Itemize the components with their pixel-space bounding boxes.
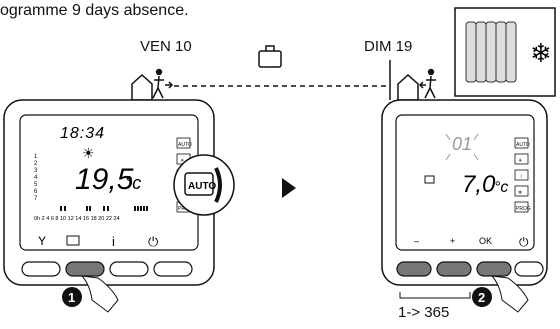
- svg-text:☀: ☀: [180, 158, 185, 164]
- svg-text:PROG: PROG: [516, 206, 531, 212]
- sun-icon: ☀: [82, 145, 95, 161]
- svg-text:❄: ❄: [518, 190, 522, 196]
- house-icon: [131, 73, 153, 101]
- svg-text:°c: °c: [125, 173, 141, 193]
- svg-text:2: 2: [34, 161, 38, 167]
- minus-button: [396, 261, 432, 277]
- left-button-3: [109, 261, 149, 277]
- svg-text:2: 2: [478, 290, 485, 305]
- step-2-badge: [472, 287, 492, 307]
- svg-text:AUTO: AUTO: [188, 181, 216, 192]
- left-button-2: [65, 261, 105, 277]
- step-1-badge: [62, 287, 82, 307]
- arrow-out-icon: [165, 81, 174, 89]
- svg-text:☀: ☀: [518, 158, 523, 164]
- plus-button: [436, 261, 472, 277]
- left-temperature: 19,5: [75, 163, 134, 196]
- person-returning-icon: [424, 75, 436, 99]
- suitcase-small-icon: [424, 175, 435, 184]
- svg-text:–: –: [414, 236, 419, 246]
- days-display: 01: [452, 134, 472, 154]
- person-leaving-icon: [152, 75, 164, 99]
- svg-text:7: 7: [34, 196, 38, 202]
- svg-text:+: +: [450, 236, 455, 246]
- start-date: VEN 10: [140, 38, 192, 55]
- svg-text:OK: OK: [479, 236, 492, 246]
- radiator-frost-box: ❄: [454, 7, 556, 97]
- arrow-in-icon: [418, 81, 426, 89]
- ok-button: [476, 261, 512, 277]
- svg-text:1: 1: [68, 290, 75, 305]
- suitcase-icon: [258, 50, 282, 68]
- snowflake-icon: ❄: [530, 38, 552, 68]
- range-label: 1-> 365: [398, 304, 450, 321]
- right-screen: [395, 114, 535, 251]
- power-button: [514, 261, 544, 277]
- svg-text:4: 4: [34, 175, 38, 181]
- svg-text:3: 3: [34, 168, 38, 174]
- absence-timeline: [131, 45, 436, 101]
- svg-text:1: 1: [34, 154, 38, 160]
- hand-icon: [80, 275, 119, 313]
- svg-text:☽: ☽: [518, 174, 523, 180]
- hand-icon: [490, 275, 529, 313]
- right-thermostat: AUTO ☀ ☽ ❄ PROG 01 7,0 °c – + OK ⏻ 2: [381, 99, 548, 313]
- suitcase-small-icon: [66, 235, 80, 246]
- program-bars: [60, 206, 148, 211]
- svg-text:5: 5: [34, 182, 38, 188]
- left-button-4: [153, 261, 193, 277]
- svg-text:AUTO: AUTO: [178, 142, 192, 148]
- svg-text:°c: °c: [494, 179, 508, 196]
- glass-icon: Y: [38, 234, 46, 248]
- left-time-display: 18:34: [60, 125, 105, 142]
- svg-text:⏻: ⏻: [519, 235, 529, 249]
- svg-text:AUTO: AUTO: [516, 142, 530, 148]
- right-temperature: 7,0: [462, 171, 496, 198]
- hour-scale: 0h 2 4 6 8 10 12 14 16 18 20 22 24: [34, 216, 120, 222]
- left-button-1: [21, 261, 61, 277]
- power-icon: ⏻: [148, 234, 158, 249]
- auto-callout: AUTO: [173, 154, 235, 216]
- end-date: DIM 19: [364, 38, 413, 55]
- svg-text:6: 6: [34, 189, 38, 195]
- house-return-icon: [397, 73, 419, 101]
- next-arrow-icon: [282, 178, 296, 198]
- info-icon: i: [112, 234, 115, 249]
- range-bracket: [399, 292, 471, 299]
- page-heading: ogramme 9 days absence.: [0, 2, 189, 19]
